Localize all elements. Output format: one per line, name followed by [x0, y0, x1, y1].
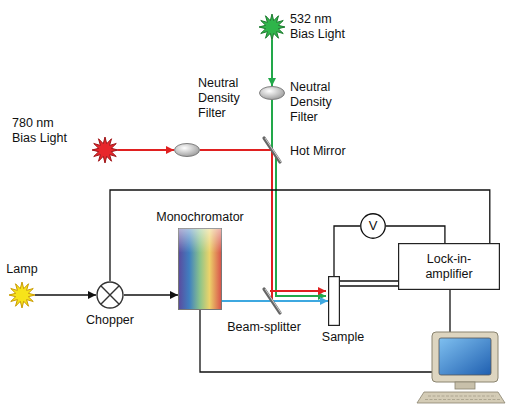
node-label: 532 nm Bias Light	[290, 12, 352, 42]
neutral-density-filter-outline	[174, 143, 200, 157]
light-beam	[272, 300, 328, 302]
chopper-outline	[96, 281, 124, 309]
node-label: Neutral Density Filter	[290, 80, 345, 125]
hot-mirror: Hot Mirror	[264, 138, 280, 162]
neutral-density-filter: Neutral Density Filter	[174, 143, 200, 157]
node-label: Beam-splitter	[222, 320, 306, 335]
node-label: Monochromator	[140, 210, 260, 225]
light-beam	[222, 300, 272, 302]
node-label: Chopper	[80, 313, 140, 328]
beam-splitter-outline	[264, 289, 280, 313]
node-label: Neutral Density Filter	[198, 76, 253, 121]
light-beam	[271, 100, 273, 150]
light-beam	[35, 294, 96, 296]
node-text: Lock-in-amplifier	[409, 252, 489, 282]
bias-light-source: 532 nm Bias Light	[259, 14, 285, 40]
light-beam	[271, 40, 273, 86]
signal-wire	[334, 226, 360, 276]
lamp: Lamp	[9, 282, 35, 308]
neutral-density-filter-outline	[259, 86, 285, 100]
node-label: Sample	[318, 330, 368, 345]
neutral-density-filter: Neutral Density Filter	[259, 86, 285, 100]
node-text: V	[369, 218, 378, 234]
bias-light-source: 780 nm Bias Light	[92, 137, 118, 163]
control-wire	[200, 310, 432, 372]
light-beam	[200, 149, 272, 151]
signal-wire	[340, 285, 398, 286]
node-label: Hot Mirror	[290, 144, 370, 159]
chopper: Chopper	[96, 281, 124, 309]
bias-light-source-outline	[92, 137, 118, 163]
sample-outline	[328, 276, 340, 326]
light-beam	[124, 294, 178, 296]
light-beam	[271, 150, 273, 301]
lock-in-amplifier: Lock-in-amplifier	[398, 243, 500, 290]
computer-icon	[417, 332, 505, 403]
beam-splitter: Beam-splitter	[264, 289, 280, 313]
voltmeter: V	[360, 213, 386, 239]
sample: Sample	[328, 276, 340, 326]
hot-mirror-outline	[264, 138, 280, 162]
node-label: Lamp	[2, 262, 42, 277]
signal-wire	[386, 226, 445, 243]
bias-light-source-outline	[259, 14, 285, 40]
monochromator: Monochromator	[178, 228, 222, 310]
data-wire	[449, 290, 450, 332]
signal-wire	[340, 280, 398, 281]
monochromator-outline	[178, 228, 222, 310]
lamp-outline	[9, 282, 35, 308]
light-beam	[276, 156, 326, 296]
node-label: 780 nm Bias Light	[12, 116, 74, 146]
reference-wire	[110, 190, 490, 281]
light-beam	[118, 149, 174, 151]
light-beam	[270, 290, 326, 292]
